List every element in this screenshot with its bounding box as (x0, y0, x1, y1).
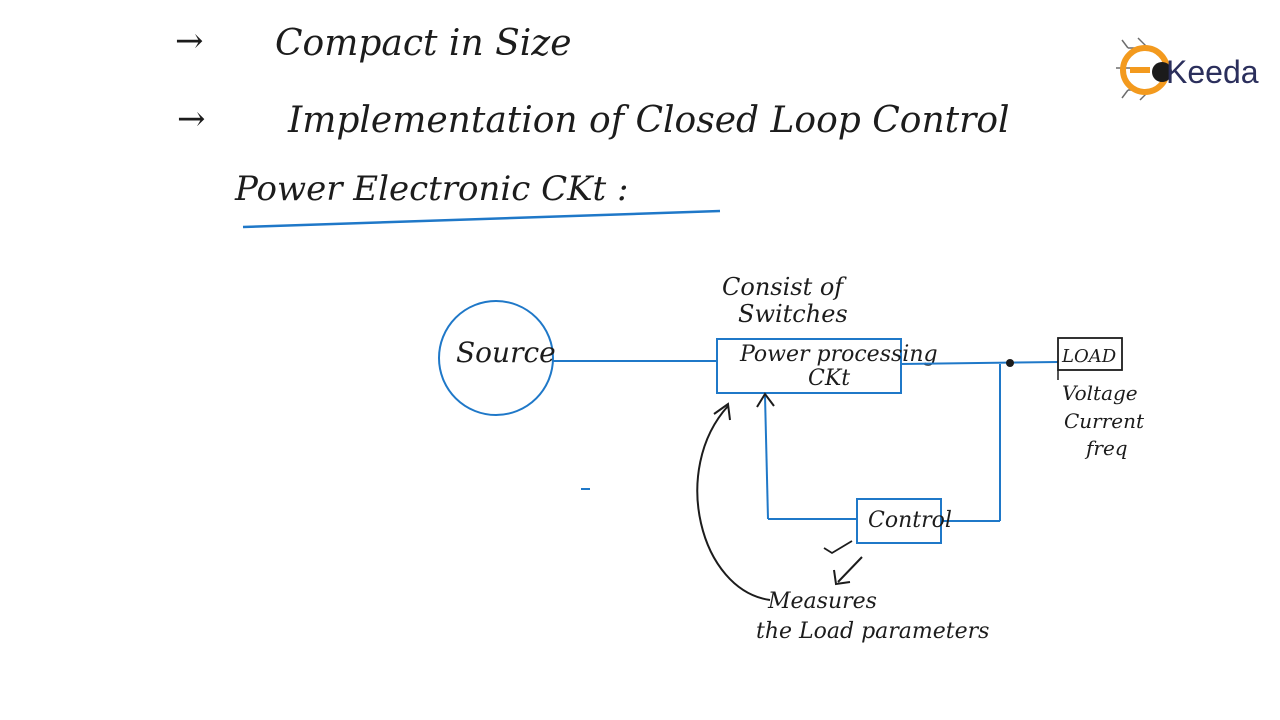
logo-text: Keeda (1166, 54, 1259, 90)
tick-mark-icon (823, 540, 853, 555)
source-label: Source (456, 336, 556, 369)
bullet-1-text: Compact in Size (275, 23, 572, 64)
heading-text: Power Electronic CKt : (234, 169, 628, 209)
bullet-2-text: Implementation of Closed Loop Control (287, 100, 1010, 141)
block-diagram: Source Consist of Switches Power process… (438, 273, 1145, 644)
control-to-measures-arrow (837, 556, 863, 583)
measures-curved-arrowhead-icon (713, 402, 731, 421)
load-param-voltage: Voltage (1062, 381, 1138, 405)
processing-to-load-line (900, 361, 1059, 365)
control-label: Control (868, 508, 952, 533)
control-to-measures-arrowhead-icon (833, 569, 851, 586)
power-processing-box (716, 338, 902, 394)
switches-annotation-line1: Consist of (722, 273, 847, 301)
feedback-left-vertical (764, 395, 769, 520)
heading-underline (242, 209, 721, 229)
processing-box-line1: Power processing (739, 342, 938, 367)
load-label: LOAD (1061, 346, 1117, 367)
feedback-arrowhead-icon (756, 392, 775, 408)
junction-dot (1006, 359, 1014, 367)
notes: → Compact in Size → Implementation of Cl… (175, 21, 1010, 229)
control-box (856, 498, 942, 544)
measures-annotation-line1: Measures (767, 589, 877, 614)
logo-dark-disc-icon (1152, 62, 1172, 82)
source-circle (438, 300, 554, 416)
ekeeda-logo: Keeda (1116, 37, 1259, 101)
bullet-arrow-2: → (177, 99, 206, 139)
switches-annotation-line2: Switches (738, 300, 848, 328)
load-param-current: Current (1064, 409, 1145, 433)
load-param-freq: freq (1084, 436, 1128, 460)
load-box (1057, 337, 1123, 371)
measures-curved-arrow (696, 405, 771, 601)
bullet-arrow-1: → (175, 21, 204, 61)
processing-box-line2: CKt (808, 366, 850, 391)
measures-annotation-line2: the Load parameters (756, 619, 989, 644)
